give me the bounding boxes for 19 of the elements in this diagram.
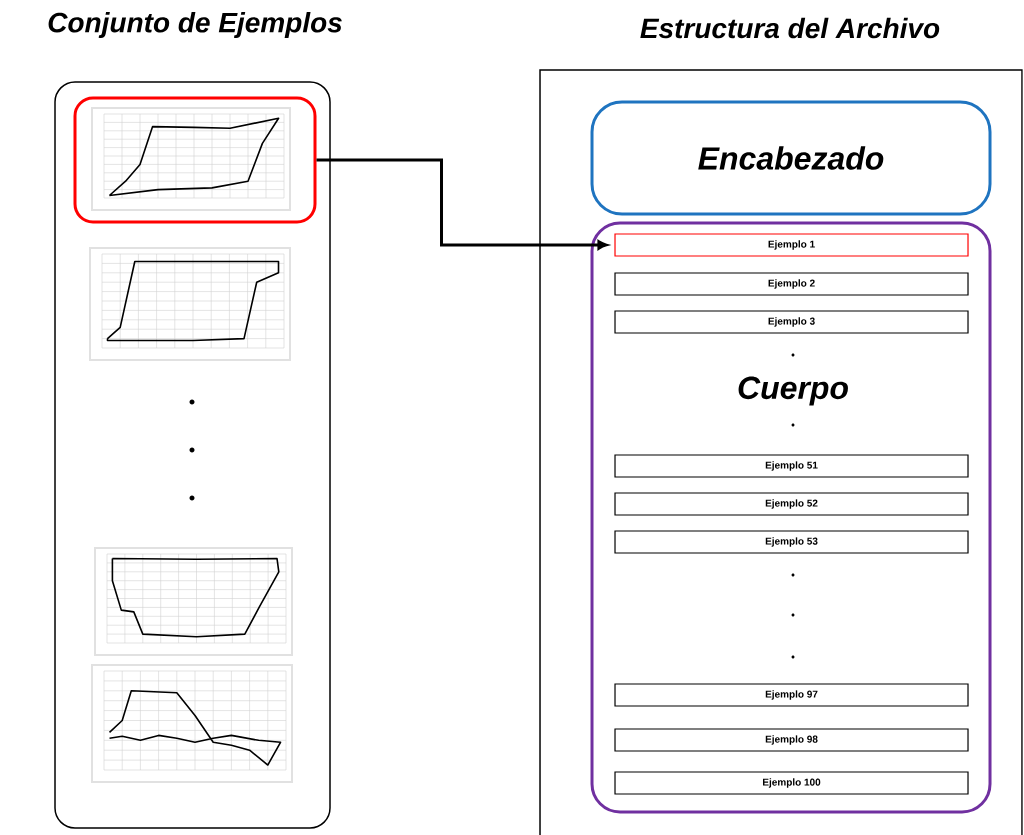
example-box: Ejemplo 98 (614, 728, 969, 752)
example-box: Ejemplo 53 (614, 530, 969, 554)
example-box: Ejemplo 100 (614, 771, 969, 795)
body-label: Cuerpo (738, 376, 848, 406)
example-box: Ejemplo 52 (614, 492, 969, 516)
heading: Estructura del Archivo (640, 17, 940, 39)
example-box: Ejemplo 3 (614, 310, 969, 334)
heading: Conjunto de Ejemplos (48, 11, 342, 39)
chart-picture (94, 547, 293, 656)
example-box: Ejemplo 1 (614, 233, 969, 257)
example-box: Ejemplo 97 (614, 683, 969, 707)
example-box: Ejemplo 2 (614, 272, 969, 296)
chart-picture (91, 107, 291, 211)
highlight-box (73, 96, 317, 224)
example-box: Ejemplo 51 (614, 454, 969, 478)
chart-picture (91, 664, 293, 783)
header-box: Encabezado (590, 100, 992, 216)
arrow (316, 158, 608, 250)
chart-picture (89, 247, 291, 361)
